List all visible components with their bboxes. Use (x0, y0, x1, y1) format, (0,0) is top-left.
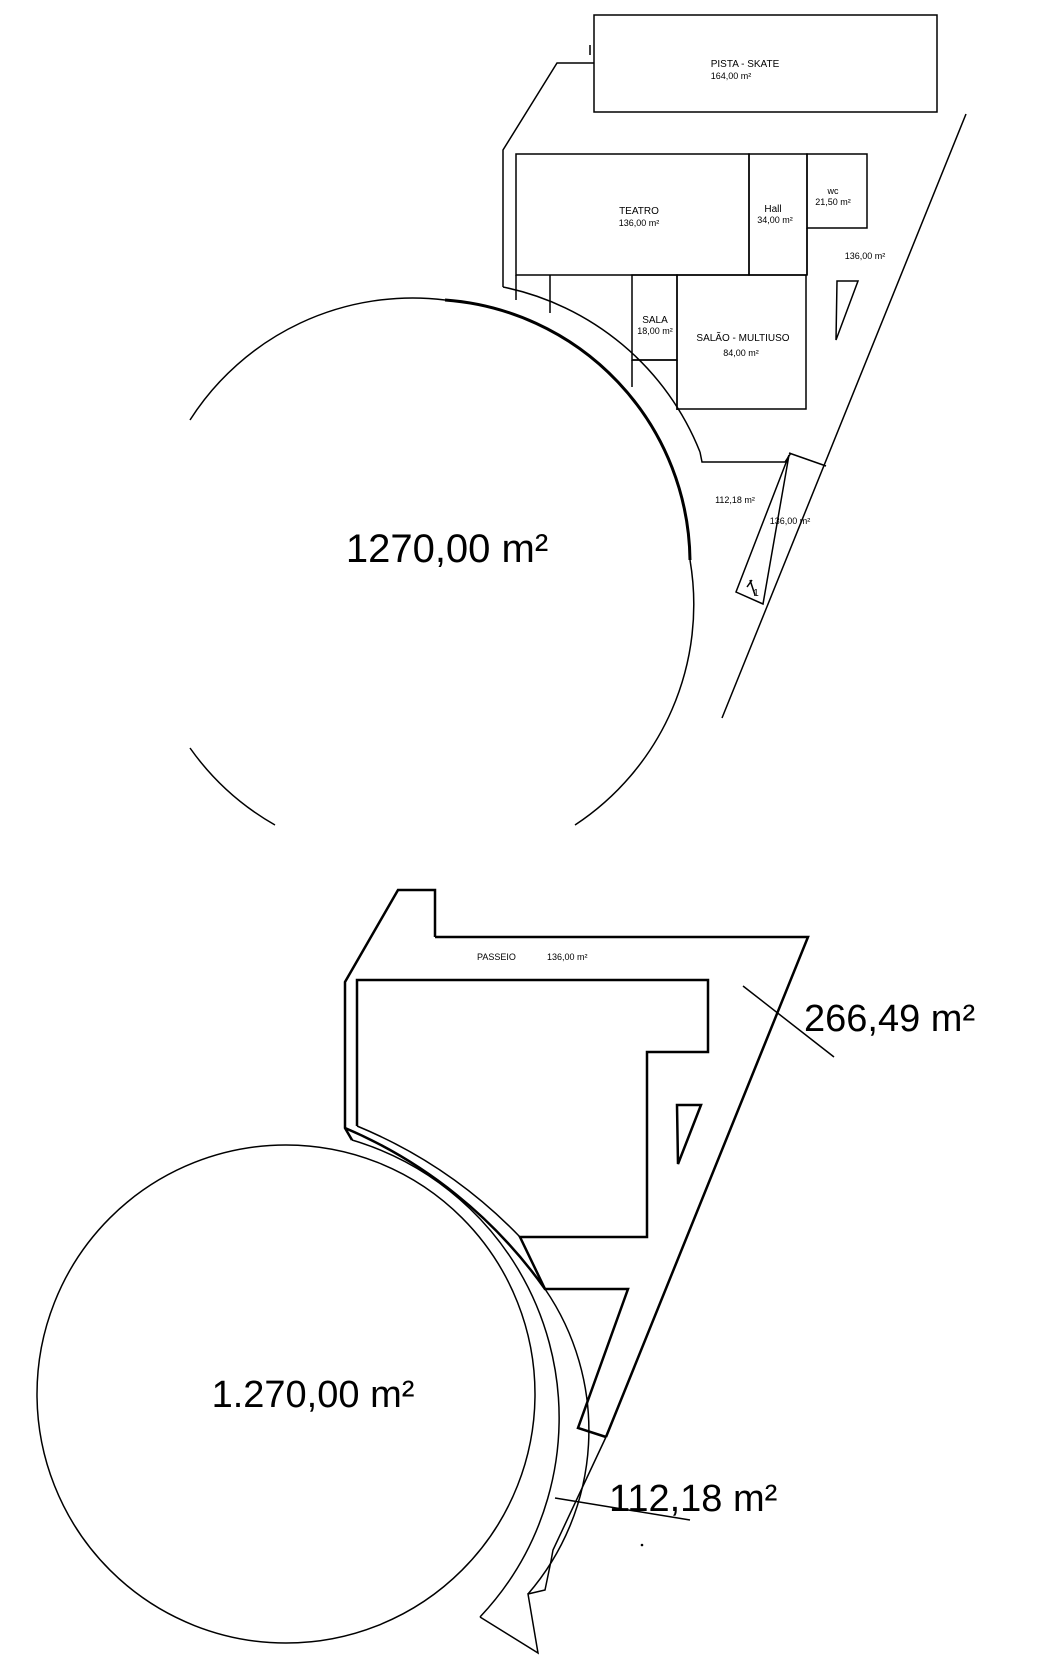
top-floor-plan: PISTA - SKATE 164,00 m² TEATRO 136,00 m²… (189, 14, 967, 826)
outer-curved-wall (351, 1139, 560, 1618)
circle-arc-bold (444, 298, 692, 561)
wc-room (806, 153, 868, 229)
circle-arc-lower-right (574, 559, 695, 826)
bottom-outer-boundary-left (343, 888, 437, 1141)
wc-name: wc (827, 186, 839, 196)
salao-area: 84,00 m² (723, 348, 759, 358)
bottom-small-triangle (675, 1103, 703, 1165)
bottom-circle-area: 1.270,00 m² (212, 1374, 415, 1416)
curved-wall-upper (344, 1126, 547, 1290)
triangle-area-label: 266,49 m² (804, 998, 975, 1040)
top-circle-area: 1270,00 m² (346, 527, 548, 571)
left-boundary-line (502, 62, 594, 287)
sala-area: 18,00 m² (637, 326, 673, 336)
inner-building-outline (355, 978, 710, 1439)
circle-arc-lower-left (189, 747, 276, 826)
circle-arc-upper-left (189, 297, 446, 421)
leader-line-266 (742, 985, 835, 1058)
strip-area-label: 112,18 m² (609, 1478, 777, 1520)
sala-name: SALA (642, 315, 668, 326)
top-lower-right-area: 136,00 m² (770, 516, 811, 526)
teatro-area: 136,00 m² (619, 218, 660, 228)
passeio-label: PASSEIO (477, 952, 516, 962)
salao-room (676, 274, 807, 410)
top-lower-left-area: 112,18 m² (715, 495, 755, 505)
pista-name: PISTA - SKATE (711, 59, 780, 70)
small-triangle (835, 280, 860, 341)
lower-strip-1 (735, 454, 790, 606)
curved-wall-outer (502, 286, 701, 453)
marker-label: 1 (753, 588, 759, 599)
wc-area: 21,50 m² (815, 197, 851, 207)
leader-line-112 (554, 1497, 691, 1521)
pista-area: 164,00 m² (711, 71, 752, 81)
open-area: 136,00 m² (845, 251, 886, 261)
bottom-outer-boundary-right (435, 935, 810, 1438)
hall-area: 34,00 m² (757, 215, 793, 225)
bottom-site-plan: PASSEIO 136,00 m² 266,49 m² 112,18 m² 1.… (36, 888, 975, 1655)
passeio-area: 136,00 m² (547, 952, 588, 962)
salao-name: SALÃO - MULTIUSO (696, 331, 789, 344)
bottom-circle (36, 1144, 536, 1644)
hall-name: Hall (764, 204, 781, 215)
right-diagonal-boundary (721, 113, 967, 719)
teatro-name: TEATRO (619, 206, 659, 217)
